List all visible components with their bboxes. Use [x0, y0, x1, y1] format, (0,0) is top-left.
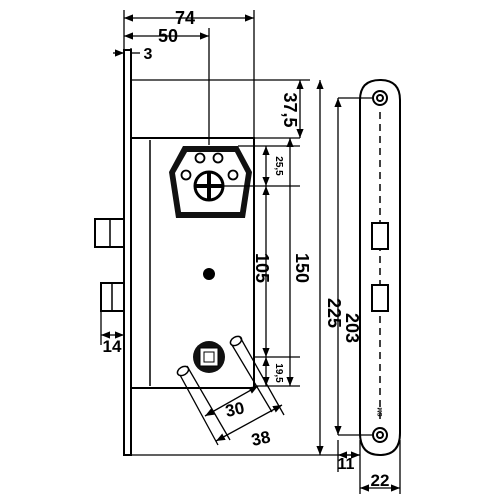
lock-body-group — [94, 49, 255, 456]
faceplate-screw-top — [372, 90, 388, 106]
dim-22-label: 22 — [371, 471, 390, 490]
cylinder-housing — [169, 146, 252, 218]
dim-3-label: 3 — [144, 46, 153, 63]
faceplate-bolt-opening — [371, 284, 389, 312]
cylinder-hole-2 — [212, 152, 224, 164]
dim-37-5-label: 37,5 — [280, 92, 300, 127]
dimension-lines — [100, 10, 401, 494]
dim-11-label: 11 — [338, 456, 355, 473]
cylinder-hole-3 — [180, 169, 192, 181]
dim-38-line — [215, 404, 283, 442]
dim-30-label: 30 — [224, 398, 246, 421]
cylinder-hole-1 — [194, 152, 206, 164]
dim-225-label: 225 — [324, 298, 344, 328]
faceplate-outline — [359, 78, 401, 457]
forend-plate — [123, 49, 132, 456]
dim-14-label: 14 — [103, 337, 122, 356]
dim-203-label: 203 — [342, 313, 362, 343]
follower — [193, 341, 225, 373]
faceplate-latch-opening — [371, 222, 389, 250]
dim-74-label: 74 — [175, 8, 195, 28]
faceplate-screw-bottom — [372, 427, 388, 443]
dim-19-5-label: 19,5 — [273, 363, 284, 383]
cylinder-hole-4 — [227, 169, 239, 181]
dim-105-label: 105 — [252, 253, 272, 283]
dim-150-label: 150 — [292, 253, 312, 283]
faceplate — [359, 78, 401, 457]
dim-30-line — [204, 385, 259, 417]
dim-25-5-label: 25,5 — [273, 156, 284, 176]
dim-38-label: 38 — [250, 427, 272, 450]
mounting-hole — [203, 268, 215, 280]
faceplate-stamp: SM — [378, 407, 384, 416]
dim-50-label: 50 — [158, 26, 178, 46]
